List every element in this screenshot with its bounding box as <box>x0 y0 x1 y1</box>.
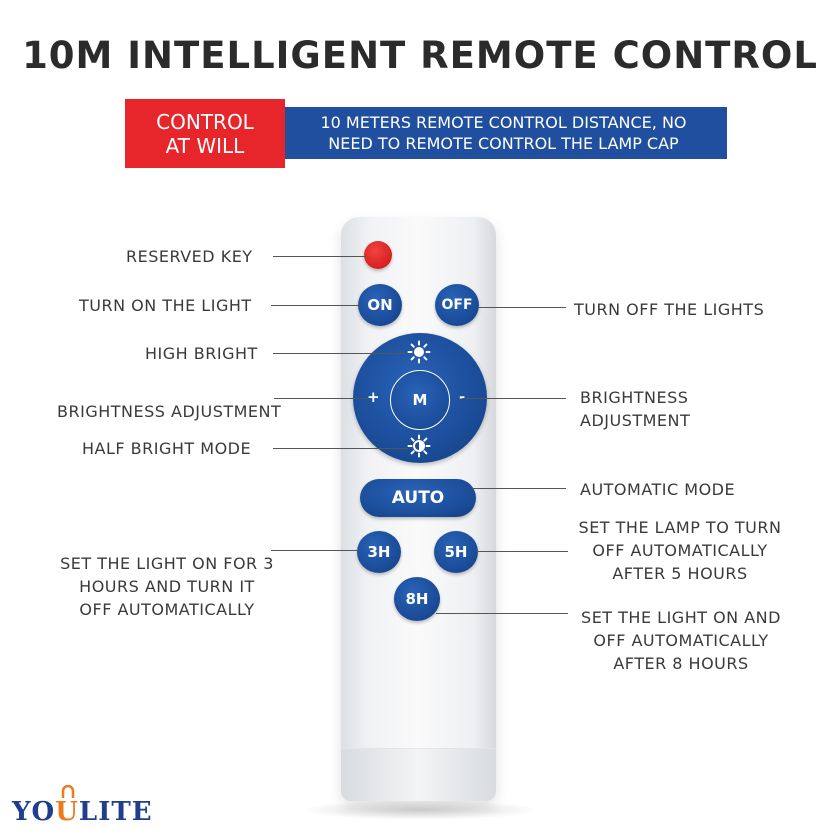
on-button[interactable]: ON <box>358 284 402 326</box>
timer-5h-button[interactable]: 5H <box>434 531 478 573</box>
remote-base <box>341 748 496 801</box>
youlite-logo: YO U LITE <box>12 785 153 827</box>
timer-8h-button[interactable]: 8H <box>394 577 440 621</box>
mode-button[interactable]: M <box>390 370 450 430</box>
half-bright-label: HALF BRIGHT MODE <box>82 439 252 458</box>
turn-on-label: TURN ON THE LIGHT <box>79 296 252 315</box>
half-bright-icon[interactable] <box>407 434 431 458</box>
three-hours-leader-line <box>271 550 359 551</box>
reserved-key-leader-line <box>273 256 366 257</box>
reserved-key-button[interactable] <box>364 241 392 269</box>
automatic-leader-line <box>472 488 566 489</box>
five-hours-label: SET THE LAMP TO TURN OFF AUTOMATICALLY A… <box>578 518 782 583</box>
shopping-bag-icon <box>61 785 75 798</box>
eight-hours-label: SET THE LIGHT ON AND OFF AUTOMATICALLY A… <box>581 608 781 673</box>
off-button[interactable]: OFF <box>435 284 479 326</box>
turn-on-leader-line <box>271 305 361 306</box>
auto-button[interactable]: AUTO <box>360 479 476 517</box>
turn-off-label: TURN OFF THE LIGHTS <box>574 300 765 319</box>
three-hours-label: SET THE LIGHT ON FOR 3 HOURS AND TURN IT… <box>60 554 274 619</box>
brightness-left-leader-line <box>274 398 368 399</box>
logo-bag-u: U <box>55 785 79 827</box>
reserved-key-label: RESERVED KEY <box>126 247 253 266</box>
high-bright-icon[interactable] <box>407 340 431 364</box>
high-bright-label: HIGH BRIGHT <box>145 344 258 363</box>
control-at-will-badge: CONTROL AT WILL <box>125 99 285 168</box>
brightness-minus-button[interactable]: - <box>459 388 466 406</box>
eight-hours-leader-line <box>436 613 568 614</box>
half-bright-leader-line <box>273 448 408 449</box>
logo-text-yo: YO <box>12 797 56 827</box>
brightness-adjustment-right-label: BRIGHTNESS ADJUSTMENT <box>580 388 691 430</box>
timer-3h-button[interactable]: 3H <box>357 531 401 573</box>
brightness-adjustment-left-label: BRIGHTNESS ADJUSTMENT <box>57 402 282 421</box>
five-hours-leader-line <box>476 551 568 552</box>
remote-shadow <box>300 800 540 820</box>
automatic-mode-label: AUTOMATIC MODE <box>580 480 736 499</box>
brightness-plus-button[interactable]: + <box>367 388 380 406</box>
distance-banner: 10 METERS REMOTE CONTROL DISTANCE, NO NE… <box>280 107 727 159</box>
logo-text-u: U <box>55 797 79 827</box>
brightness-right-leader-line <box>462 398 566 399</box>
logo-text-lite: LITE <box>78 797 153 827</box>
high-bright-leader-line <box>273 353 408 354</box>
turn-off-leader-line <box>478 307 566 308</box>
page-title: 10M INTELLIGENT REMOTE CONTROL <box>22 34 818 77</box>
